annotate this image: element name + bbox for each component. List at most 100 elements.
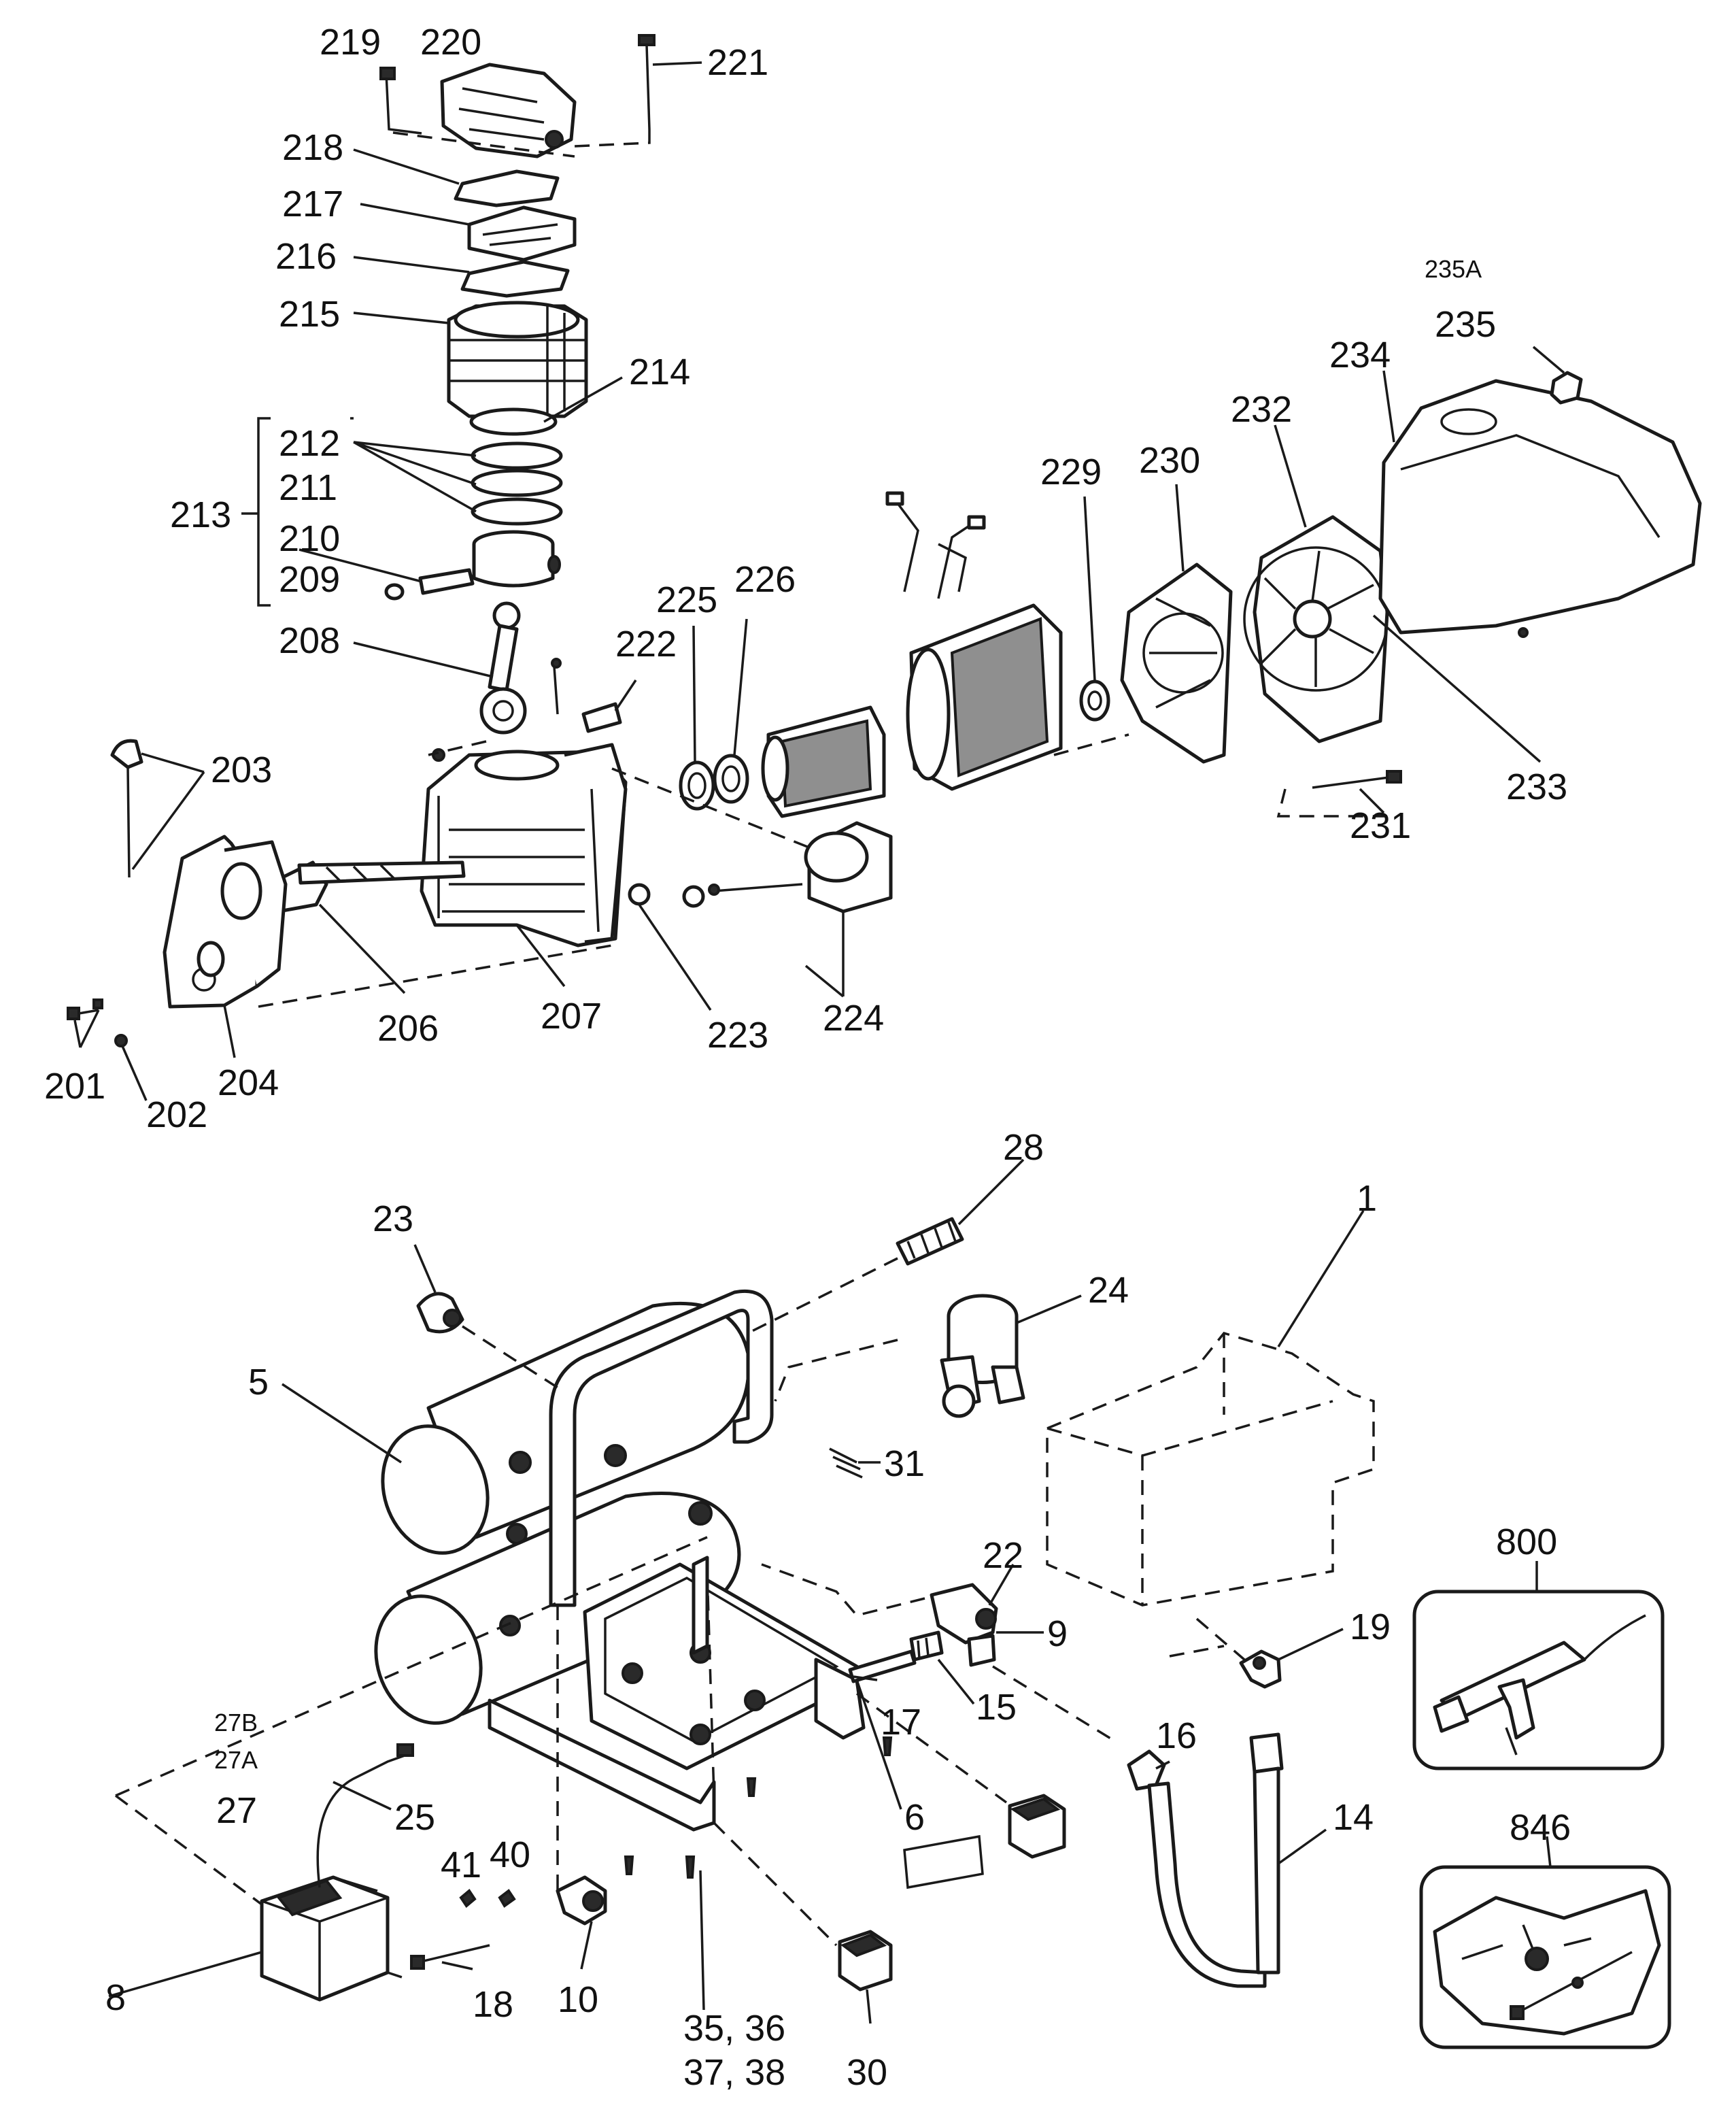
part-217-valve-plate [467, 205, 577, 262]
callout-214: 214 [629, 352, 690, 392]
callout-206: 206 [377, 1008, 439, 1049]
part-234-shroud [1378, 379, 1702, 638]
part-22-check-valve [930, 1583, 998, 1667]
part-230-end-bell [1120, 562, 1233, 764]
part-label-plate [903, 1834, 984, 1890]
part-235-knob [1550, 371, 1583, 405]
callout-218: 218 [282, 127, 343, 168]
part-210-wrist-pin [418, 568, 475, 595]
part-frame-handle [549, 1289, 774, 1607]
callout-226: 226 [734, 559, 796, 600]
part-15-fitting [909, 1630, 944, 1662]
alignment-line-tank [114, 1257, 1246, 1981]
part-209-clip [384, 583, 405, 601]
callout-16: 16 [1156, 1715, 1197, 1756]
callout-8: 8 [105, 1977, 126, 2018]
part-214-o-ring [469, 407, 558, 436]
part-19-elbow [1239, 1649, 1282, 1689]
callout-9: 9 [1047, 1613, 1068, 1654]
callout-37-38: 37, 38 [683, 2052, 785, 2093]
callout-30: 30 [847, 2052, 887, 2093]
callout-220: 220 [420, 22, 481, 63]
callout-5: 5 [248, 1362, 269, 1403]
callout-235A: 235A [1425, 255, 1482, 283]
callout-234: 234 [1329, 335, 1391, 375]
part-220-cylinder-head [440, 63, 577, 158]
part-212-piston-rings [471, 441, 563, 526]
pump-assembly [67, 34, 1702, 1047]
callout-217: 217 [282, 184, 343, 224]
callout-labels: 219 220 221 218 217 216 215 214 212 211 … [44, 22, 1571, 2093]
callout-41: 41 [441, 1845, 481, 1885]
callout-27: 27 [216, 1790, 257, 1831]
part-232-fan [1243, 515, 1389, 743]
part-226-bearing [713, 754, 749, 804]
inset-846-hardware-kit [1419, 1865, 1671, 2049]
part-10-switch [556, 1875, 607, 1926]
callout-229: 229 [1040, 452, 1102, 492]
part-28-spring [896, 1217, 964, 1266]
part-30-relay [838, 1930, 893, 1992]
callout-210: 210 [279, 518, 340, 559]
callout-28: 28 [1003, 1127, 1044, 1168]
callout-211: 211 [279, 467, 337, 508]
callout-24: 24 [1088, 1270, 1129, 1311]
callout-27B: 27B [214, 1709, 258, 1736]
callout-6: 6 [904, 1797, 925, 1838]
callout-224: 224 [823, 998, 884, 1039]
callout-219: 219 [320, 22, 381, 63]
callout-35-36: 35, 36 [683, 2008, 785, 2049]
part-219-head-bolt [379, 67, 422, 135]
part-23-gauge [416, 1292, 464, 1334]
part-225-bearing [679, 760, 715, 811]
callout-15: 15 [976, 1687, 1017, 1728]
callout-1: 1 [1357, 1178, 1377, 1219]
part-1-shroud-cover [1046, 1331, 1375, 1607]
part-base-screws [624, 1736, 893, 1879]
part-8-electrical-box [260, 1875, 390, 2002]
callout-215: 215 [279, 294, 340, 335]
callout-223: 223 [707, 1015, 768, 1056]
callout-40: 40 [490, 1834, 530, 1875]
part-218-gasket [454, 169, 560, 207]
part-207-crankcase [420, 743, 628, 947]
callout-232: 232 [1231, 389, 1292, 430]
part-stator [885, 491, 1063, 791]
part-14-hose [1147, 1732, 1284, 1988]
part-204-back-plate [163, 835, 288, 1009]
part-223-plug [628, 883, 651, 906]
part-18-bolt [410, 1944, 490, 1970]
part-rotor [761, 705, 886, 818]
callout-204: 204 [218, 1062, 279, 1103]
part-224-capacitor [682, 821, 893, 913]
callout-202: 202 [146, 1094, 207, 1135]
callout-31: 31 [884, 1443, 925, 1484]
callout-27A: 27A [214, 1746, 258, 1774]
callout-216: 216 [275, 236, 337, 277]
part-41-screw [459, 1889, 477, 1908]
callout-222: 222 [615, 624, 677, 665]
callout-23: 23 [373, 1198, 413, 1239]
callout-18: 18 [473, 1984, 513, 2025]
callout-22: 22 [983, 1535, 1023, 1576]
callout-230: 230 [1139, 440, 1200, 481]
callout-14: 14 [1333, 1797, 1374, 1838]
part-31-spring [829, 1447, 863, 1479]
callout-208: 208 [279, 620, 340, 661]
callout-213: 213 [170, 494, 231, 535]
part-221-long-bolt [574, 34, 656, 148]
callout-203: 203 [211, 750, 272, 790]
part-202-screw [114, 1034, 128, 1047]
callout-17: 17 [881, 1702, 921, 1743]
part-17-tube [848, 1649, 917, 1683]
callout-212: 212 [279, 423, 340, 464]
tank-assembly [114, 1217, 1671, 2049]
callout-235: 235 [1435, 304, 1496, 345]
part-201-screws [67, 998, 103, 1020]
callout-201: 201 [44, 1066, 105, 1107]
leader-lines [73, 61, 1565, 2024]
part-208-connecting-rod [479, 601, 527, 735]
callout-209: 209 [279, 559, 340, 600]
inset-800-regulator-kit [1412, 1590, 1665, 1770]
